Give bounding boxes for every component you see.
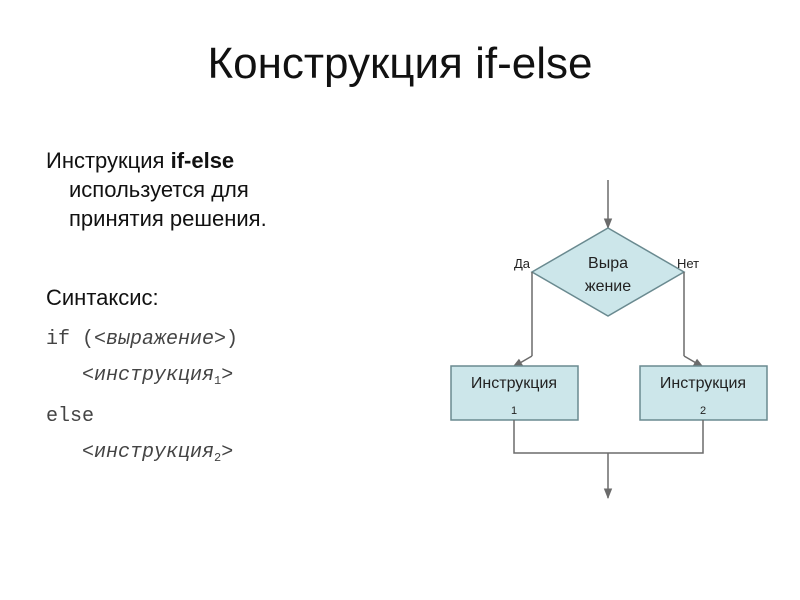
merge-line — [513, 420, 704, 454]
yes-label: Да — [514, 256, 531, 271]
decision-label-line-1: Выра — [588, 255, 628, 272]
statement-1-label: Инструкция — [471, 375, 557, 392]
statement-2-box — [639, 365, 768, 421]
description-prefix: Инструкция — [46, 148, 171, 173]
statement-1-box — [450, 365, 579, 421]
code-stmt-2-close: > — [221, 441, 234, 464]
code-if-expression: <выражение> — [94, 328, 227, 351]
no-branch-arrow — [683, 355, 704, 368]
decision-diamond — [530, 227, 686, 317]
statement-2-index: 2 — [700, 405, 706, 417]
code-line-stmt-2: <инструкция2> — [46, 435, 238, 476]
syntax-label: Синтаксис: — [46, 285, 159, 310]
code-if-prefix: if ( — [46, 328, 95, 351]
code-line-stmt-1: <инструкция1> — [46, 358, 238, 399]
code-line-else: else — [46, 405, 95, 428]
yes-branch-arrow — [512, 355, 533, 368]
description-line-2: используется для — [69, 177, 249, 202]
description-line-1: Инструкция if-else — [46, 146, 386, 175]
code-stmt-1: <инструкция — [82, 364, 215, 387]
decision-label-line-2: жение — [585, 278, 631, 295]
slide-title: Конструкция if-else — [207, 39, 593, 88]
code-line-if: if (<выражение>) — [46, 322, 238, 358]
description-text: Инструкция if-else используется для прин… — [46, 146, 386, 233]
code-block: if (<выражение>) <инструкция1> else <инс… — [46, 322, 238, 476]
statement-2-label: Инструкция — [660, 375, 746, 392]
code-stmt-2: <инструкция — [82, 441, 215, 464]
statement-1-index: 1 — [511, 405, 517, 417]
description-keyword: if-else — [170, 148, 235, 173]
code-stmt-1-close: > — [221, 364, 234, 387]
description-line-3: принятия решения. — [69, 206, 267, 231]
no-label: Нет — [677, 256, 699, 271]
code-if-suffix: ) — [226, 328, 239, 351]
code-stmt-2-index: 2 — [214, 451, 222, 465]
code-stmt-1-index: 1 — [214, 374, 222, 388]
